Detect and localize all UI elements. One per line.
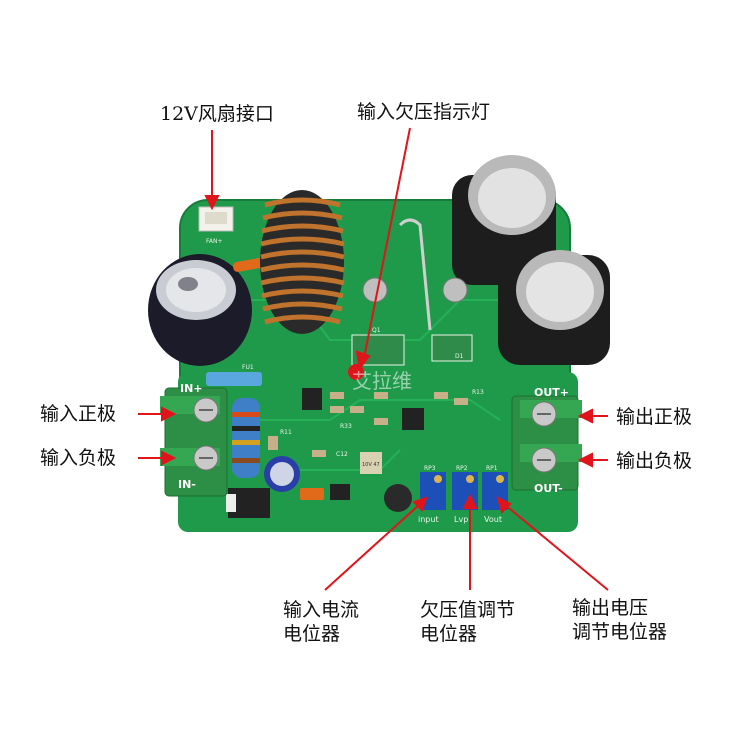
label-output-voltage-pot: 输出电压 调节电位器 bbox=[572, 596, 667, 644]
orange-diode bbox=[232, 258, 264, 272]
label-input-current-pot-line2: 电位器 bbox=[283, 623, 341, 645]
label-uvlo-pot: 欠压值调节 电位器 bbox=[420, 598, 515, 646]
silk-r11: R11 bbox=[280, 429, 292, 436]
smd-inductor bbox=[384, 484, 412, 512]
silk-out-minus: OUT- bbox=[534, 482, 563, 495]
silk-rp1: RP1 bbox=[486, 465, 498, 472]
label-input-current-pot-line1: 输入电流 bbox=[283, 599, 360, 621]
label-uvlo-indicator: 输入欠压指示灯 bbox=[357, 101, 491, 123]
label-uvlo-pot-line2: 电位器 bbox=[420, 623, 478, 645]
fan-connector bbox=[198, 206, 234, 232]
current-sense-resistor bbox=[232, 398, 260, 478]
callout-lines bbox=[138, 127, 609, 591]
silk-r33: R33 bbox=[340, 423, 352, 430]
silk-rp3: RP3 bbox=[424, 465, 436, 472]
label-input-positive: 输入正极 bbox=[40, 403, 117, 425]
silk-in-minus: IN- bbox=[178, 478, 196, 491]
small-capacitor bbox=[264, 456, 300, 492]
smd-components bbox=[268, 388, 468, 500]
label-output-voltage-pot-line1: 输出电压 bbox=[572, 597, 649, 619]
output-terminal-block bbox=[511, 395, 582, 491]
output-capacitor-bottom bbox=[498, 250, 610, 365]
silk-q1: Q1 bbox=[372, 327, 381, 334]
label-fan-port: 12V风扇接口 bbox=[160, 103, 274, 125]
silk-input: input bbox=[418, 515, 439, 524]
label-output-positive: 输出正极 bbox=[616, 406, 693, 428]
toroid-inductor bbox=[260, 190, 345, 334]
input-terminal-block bbox=[160, 387, 228, 497]
silk-lvp: Lvp bbox=[454, 515, 468, 524]
label-uvlo-pot-line1: 欠压值调节 bbox=[420, 599, 516, 621]
silk-out-plus: OUT+ bbox=[534, 386, 569, 399]
watermark: 艾拉维 bbox=[352, 369, 412, 393]
silk-fu1: FU1 bbox=[242, 364, 254, 371]
label-input-current-pot: 输入电流 电位器 bbox=[283, 598, 359, 646]
silk-vout: Vout bbox=[484, 515, 502, 524]
silk-rp2: RP2 bbox=[456, 465, 468, 472]
label-output-voltage-pot-line2: 调节电位器 bbox=[572, 621, 668, 643]
label-input-negative: 输入负极 bbox=[40, 447, 117, 469]
label-output-negative: 输出负极 bbox=[616, 450, 693, 472]
silk-cap: 10V 47 bbox=[362, 462, 380, 468]
input-capacitor bbox=[148, 254, 252, 366]
silk-d1: D1 bbox=[455, 353, 464, 360]
fuse bbox=[206, 372, 262, 386]
silk-in-plus: IN+ bbox=[180, 382, 203, 395]
silk-c12: C12 bbox=[336, 451, 348, 458]
potentiometers bbox=[420, 472, 508, 510]
silk-fan: FAN+ bbox=[206, 238, 223, 245]
silk-r13: R13 bbox=[472, 389, 484, 396]
